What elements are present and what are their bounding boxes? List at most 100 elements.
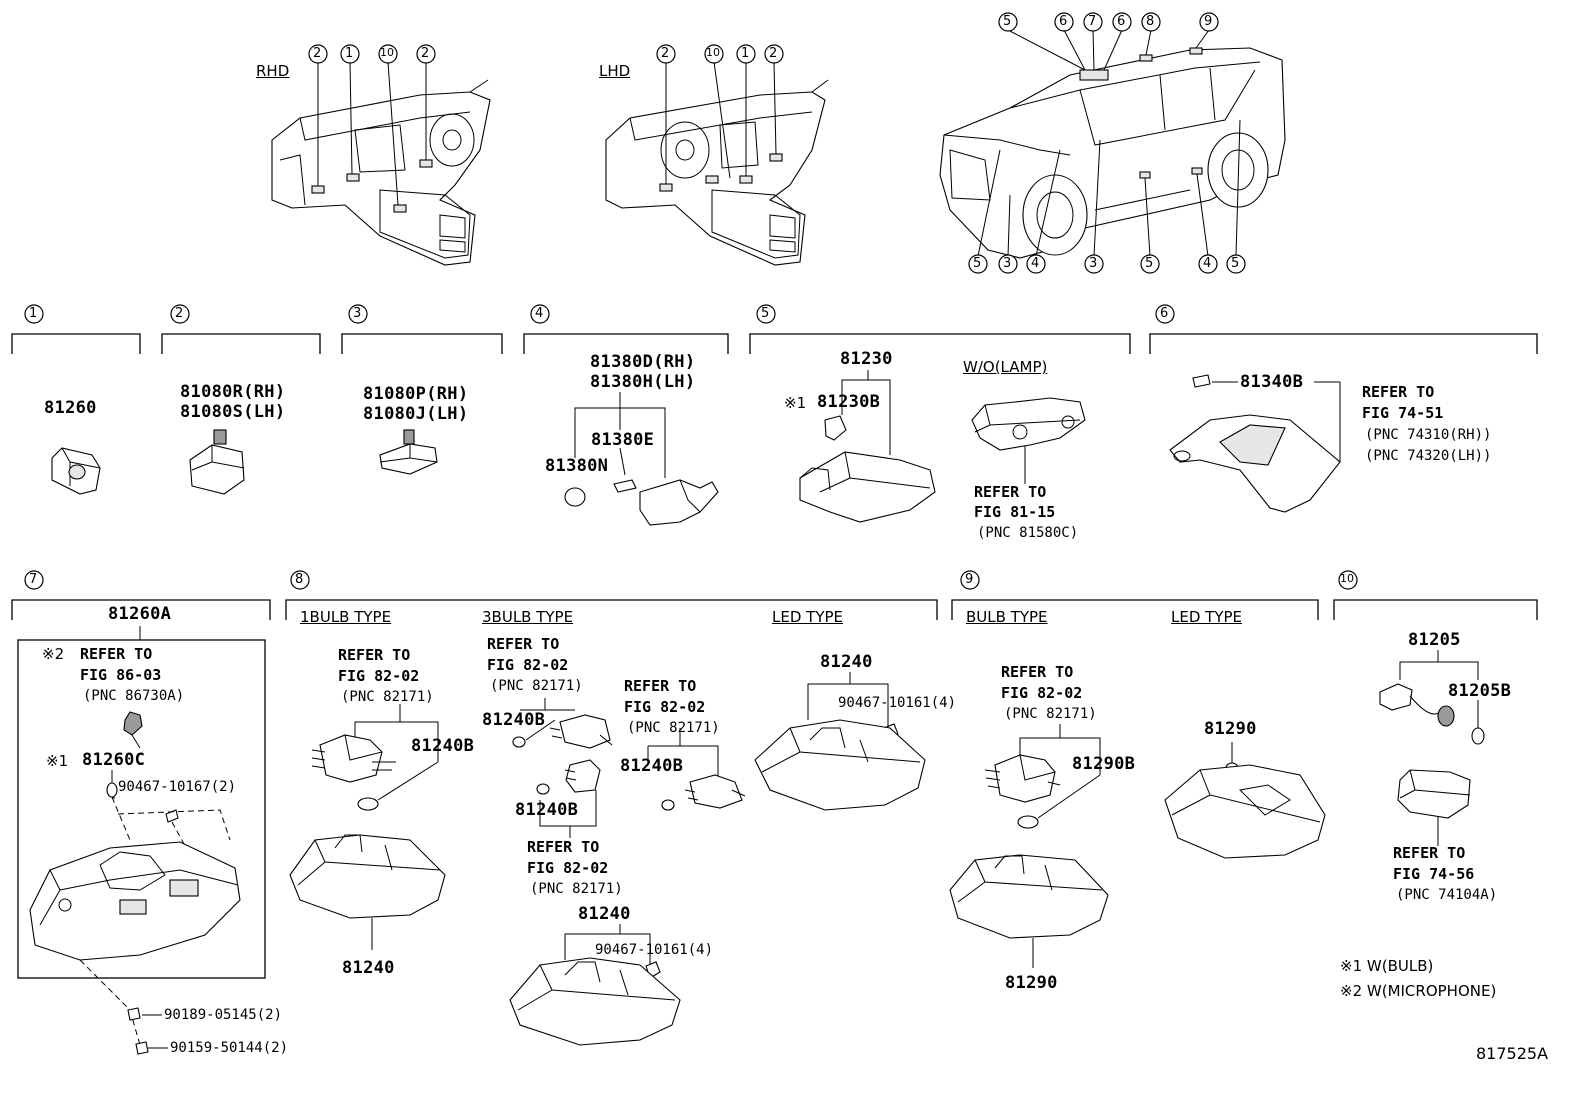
part-81230-drawing (799, 370, 936, 523)
refer-note: (PNC 74310(RH)) (1365, 427, 1492, 443)
screw-number: 90467-10161(4) (838, 695, 957, 711)
footnote-mark: ※1 (46, 752, 69, 770)
part-number: 81240B (620, 756, 684, 776)
part-number: 81290 (1005, 973, 1058, 993)
part-81290-bulb-drawing (949, 724, 1109, 968)
vehicle-callout: 6 (1059, 14, 1068, 29)
section-header: BULB TYPE (966, 608, 1048, 626)
part-81580c-drawing (971, 397, 1086, 484)
refer-note: (PNC 74320(LH)) (1365, 448, 1492, 464)
screw-number: 90467-10161(4) (595, 942, 714, 958)
part-number: 81340B (1240, 372, 1304, 392)
footnote-mark: ※1 (784, 394, 807, 412)
part-81380-drawing (564, 392, 719, 526)
legend-line: ※2 W(MICROPHONE) (1340, 982, 1497, 1000)
refer-note: (PNC 82171) (627, 720, 720, 736)
part-number: 81260C (82, 750, 146, 770)
section-number: 3 (353, 306, 362, 321)
part-number: 81380N (545, 456, 609, 476)
refer-note: (PNC 82171) (530, 881, 623, 897)
part-number: 81240 (820, 652, 873, 672)
refer-note: FIG 74-51 (1362, 404, 1444, 422)
screw-number: 90159-50144(2) (170, 1040, 289, 1056)
rhd-label: RHD (256, 62, 290, 80)
lhd-callout: 2 (661, 46, 670, 61)
part-number: 81290B (1072, 754, 1136, 774)
part-number: 81240 (578, 904, 631, 924)
part-81080p-drawing (379, 429, 438, 475)
vehicle-callout: 5 (1231, 256, 1240, 271)
part-number: 81080R(RH) (180, 382, 286, 402)
refer-note: FIG 82-02 (1001, 684, 1083, 702)
section-number: 4 (535, 306, 544, 321)
refer-note: REFER TO (1362, 383, 1435, 401)
vehicle-callout: 4 (1203, 256, 1212, 271)
part-81240-led-drawing (754, 672, 926, 811)
refer-note: REFER TO (624, 677, 697, 695)
section-header: LED TYPE (772, 608, 844, 626)
part-number-81260: 81260 (44, 398, 97, 418)
vehicle-callout: 5 (973, 256, 982, 271)
section-number: 2 (175, 306, 184, 321)
part-number: 81080S(LH) (180, 402, 286, 422)
refer-note: (PNC 82171) (1004, 706, 1097, 722)
section-number: 5 (761, 306, 770, 321)
lhd-dashboard-illustration (605, 61, 829, 266)
refer-note: REFER TO (1393, 844, 1466, 862)
section-number: 6 (1160, 306, 1169, 321)
part-number: 81260A (108, 604, 172, 624)
refer-note: REFER TO (487, 635, 560, 653)
vehicle-callout: 5 (1145, 256, 1154, 271)
section-number: 10 (1340, 572, 1354, 585)
refer-note: FIG 82-02 (527, 859, 609, 877)
section-header: LED TYPE (1171, 608, 1243, 626)
refer-note: (PNC 86730A) (83, 688, 185, 704)
part-number: 81230B (817, 392, 881, 412)
leader-lines (112, 797, 115, 799)
refer-note: (PNC 81580C) (977, 525, 1079, 541)
refer-note: REFER TO (527, 838, 600, 856)
part-number: 81290 (1204, 719, 1257, 739)
vehicle-callout: 7 (1088, 14, 1097, 29)
lhd-label: LHD (599, 62, 631, 80)
part-number: 81380E (591, 430, 655, 450)
lhd-callout: 2 (769, 46, 778, 61)
part-81340b-drawing (1169, 374, 1341, 513)
refer-note: REFER TO (80, 645, 153, 663)
part-81290-led-drawing (1164, 742, 1326, 859)
refer-note: FIG 82-02 (338, 667, 420, 685)
refer-note: FIG 74-56 (1393, 865, 1475, 883)
rhd-callout: 1 (345, 46, 354, 61)
legend-line: ※1 W(BULB) (1340, 957, 1434, 975)
section-header: 1BULB TYPE (300, 608, 392, 626)
vehicle-callout: 3 (1089, 256, 1098, 271)
refer-note: (PNC 82171) (341, 689, 434, 705)
refer-note: REFER TO (974, 483, 1047, 501)
part-number: 81080P(RH) (363, 384, 469, 404)
vehicle-callout: 5 (1003, 14, 1012, 29)
refer-note: FIG 82-02 (487, 656, 569, 674)
screw-number: 90467-10167(2) (118, 779, 237, 795)
refer-note: REFER TO (338, 646, 411, 664)
part-number: 81240B (482, 710, 546, 730)
vehicle-illustration (939, 29, 1286, 259)
part-81240-1bulb-drawing (289, 704, 446, 950)
part-number: 81380D(RH) (590, 352, 696, 372)
part-number: 81205B (1448, 681, 1512, 701)
part-81260-drawing (51, 447, 101, 495)
footnote-mark: ※2 (42, 645, 65, 663)
section-number: 9 (965, 572, 974, 587)
rhd-callout: 2 (313, 46, 322, 61)
part-number: 81240B (411, 736, 475, 756)
section-header: W/O(LAMP) (963, 358, 1048, 376)
section-number: 7 (29, 572, 38, 587)
vehicle-callout: 3 (1003, 256, 1012, 271)
section-number: 1 (29, 306, 38, 321)
vehicle-callout: 9 (1204, 14, 1213, 29)
refer-note: (PNC 82171) (490, 678, 583, 694)
section-header: 3BULB TYPE (482, 608, 574, 626)
part-81260a-drawing (17, 626, 266, 1055)
section-brackets (11, 333, 1538, 620)
